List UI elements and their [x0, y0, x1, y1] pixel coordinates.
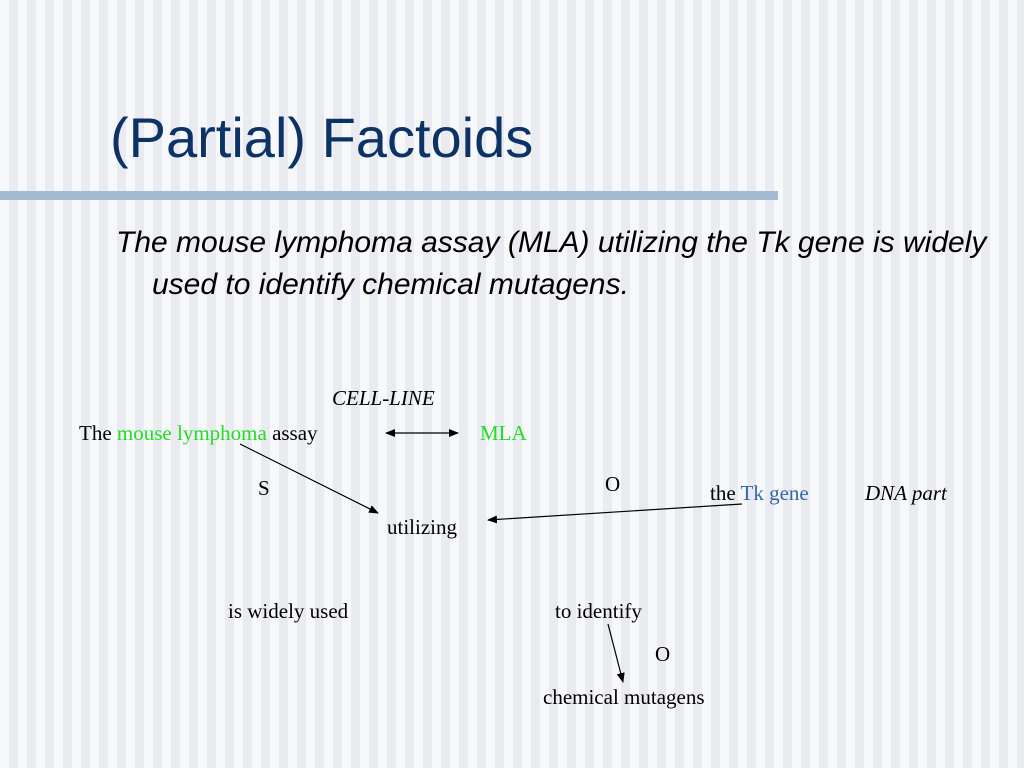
predicate-2-label: is widely used [228, 599, 349, 623]
object-entity: Tk gene [740, 481, 809, 505]
factoid-sentence: The mouse lymphoma assay (MLA) utilizing… [116, 226, 987, 301]
slide-title: (Partial) Factoids [110, 106, 534, 169]
target-label: chemical mutagens [543, 685, 705, 709]
purpose-label: to identify [555, 599, 642, 623]
title-divider [0, 191, 778, 200]
subject-prefix: The [79, 421, 117, 445]
subject-role-label: S [258, 476, 270, 500]
object-phrase: the Tk gene [710, 481, 809, 506]
object-type-label: DNA part [865, 481, 947, 505]
subject-entity: mouse lymphoma [116, 421, 267, 445]
object-role-2-label: O [655, 642, 671, 666]
object-role-label: O [605, 472, 621, 496]
target-arrow [607, 623, 625, 683]
cell-line-label: CELL-LINE [332, 386, 435, 410]
predicate-label: utilizing [387, 515, 457, 539]
abbreviation-label: MLA [480, 421, 527, 445]
object-arrow [487, 503, 743, 524]
subject-phrase: The mouse lymphoma assay [79, 421, 318, 446]
object-prefix: the [710, 481, 741, 505]
subject-suffix: assay [266, 421, 318, 445]
